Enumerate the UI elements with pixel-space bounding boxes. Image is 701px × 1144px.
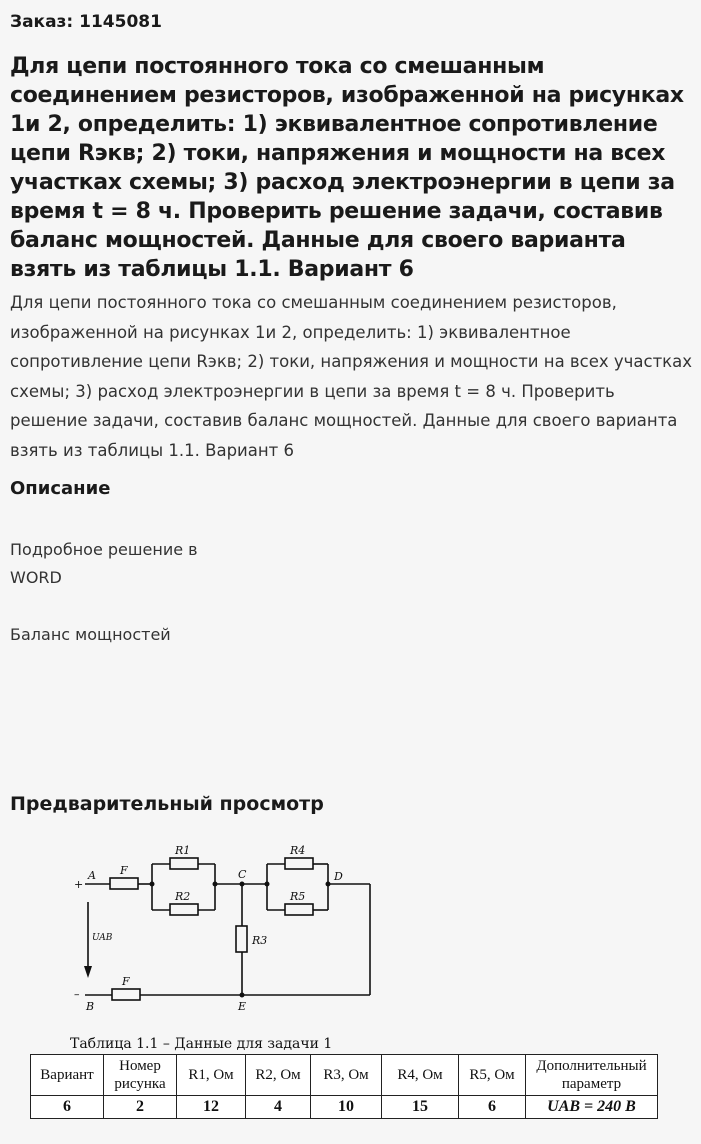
r5-label: R5 <box>289 890 305 903</box>
table-cell: 10 <box>310 1095 382 1119</box>
table-caption: Таблица 1.1 – Данные для задачи 1 <box>70 1036 333 1052</box>
table-header: R5, Ом <box>458 1054 526 1096</box>
order-number: Заказ: 1145081 <box>10 12 162 32</box>
r1-label: R1 <box>174 844 190 857</box>
voltage-uab-label: UAB <box>92 933 113 943</box>
table-cell: 15 <box>381 1095 459 1119</box>
plus-terminal-label: + <box>74 878 83 891</box>
table-header: R3, Ом <box>310 1054 382 1096</box>
table-header: R4, Ом <box>381 1054 459 1096</box>
minus-terminal-label: – <box>74 988 80 1001</box>
node-a-label: A <box>87 869 96 882</box>
data-table: Вариант Номер рисунка R1, Ом R2, Ом R3, … <box>30 1054 658 1119</box>
table-cell: 2 <box>103 1095 177 1119</box>
page-title: Для цепи постоянного тока со смешанным с… <box>10 54 684 282</box>
fuse-top-label: F <box>119 864 128 877</box>
table-header: R2, Ом <box>245 1054 311 1096</box>
table-header: R1, Ом <box>176 1054 246 1096</box>
r3-label: R3 <box>251 934 267 947</box>
table-cell: 12 <box>176 1095 246 1119</box>
fuse-bottom-label: F <box>121 975 130 988</box>
description-line: Баланс мощностей <box>10 625 171 644</box>
description-heading: Описание <box>10 478 111 499</box>
table-cell: 6 <box>458 1095 526 1119</box>
node-d-label: D <box>333 870 343 883</box>
node-b-label: B <box>85 1000 94 1013</box>
preview-heading: Предварительный просмотр <box>10 793 324 815</box>
node-c-label: C <box>238 868 247 881</box>
preview-image: + – A B C D E F F R1 R2 R3 R4 R5 UAB Таб… <box>30 840 670 1140</box>
table-cell: 4 <box>245 1095 311 1119</box>
circuit-diagram: + – A B C D E F F R1 R2 R3 R4 R5 UAB <box>74 844 371 1013</box>
table-header: Вариант <box>30 1054 104 1096</box>
node-e-label: E <box>237 1000 246 1013</box>
task-text: Для цепи постоянного тока со смешанным с… <box>10 293 693 460</box>
description-line: Подробное решение в <box>10 540 198 559</box>
table-header: Дополнительный параметр <box>525 1054 658 1096</box>
table-cell: 6 <box>30 1095 104 1119</box>
r4-label: R4 <box>289 844 305 857</box>
table-cell: UAB = 240 В <box>525 1095 658 1119</box>
description-line: WORD <box>10 568 62 587</box>
r2-label: R2 <box>174 890 190 903</box>
table-header: Номер рисунка <box>103 1054 177 1096</box>
